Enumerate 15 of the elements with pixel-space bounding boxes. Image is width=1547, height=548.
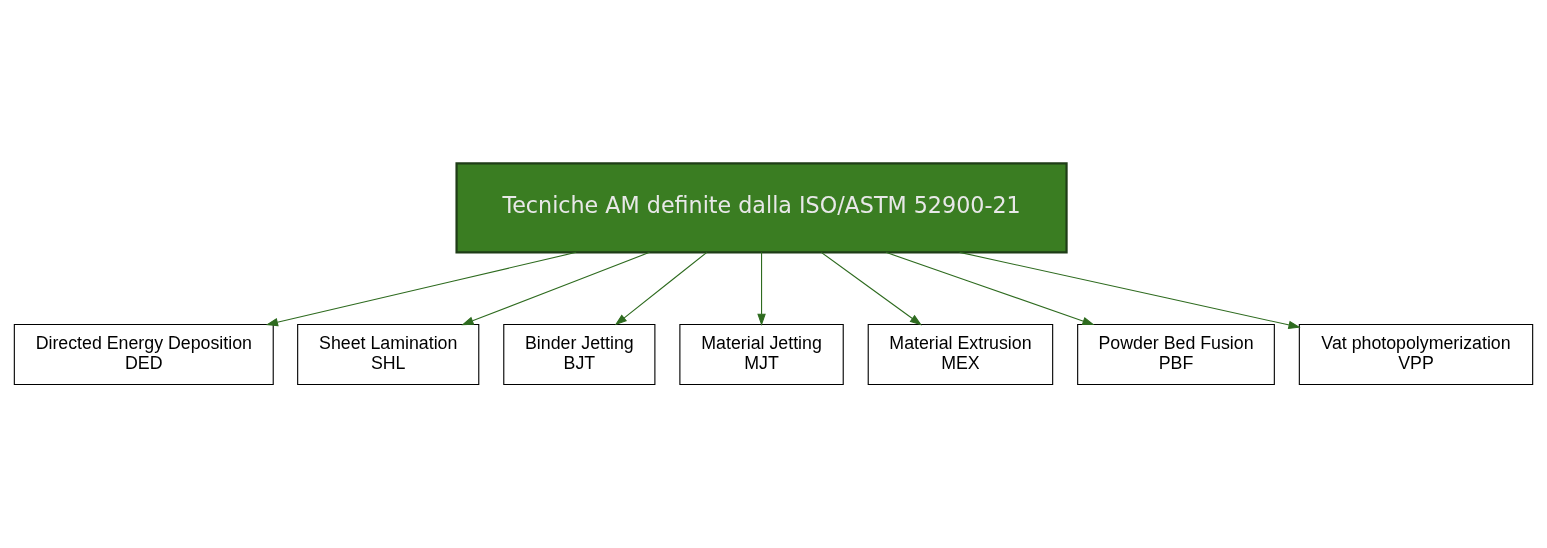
node-box: Binder Jetting BJT: [503, 324, 656, 386]
arrow: [265, 251, 577, 327]
node-box: Material Extrusion MEX: [867, 324, 1054, 386]
node-box: Tecniche AM definite dalla ISO/ASTM 52900-21: [455, 162, 1068, 254]
arrow: [959, 251, 1301, 330]
node-box: Directed Energy Deposition DED: [13, 324, 274, 386]
node-box: Vat photopolymerization VPP: [1298, 324, 1534, 386]
node-box: Sheet Lamination SHL: [297, 324, 480, 386]
node-box: Powder Bed Fusion PBF: [1077, 324, 1275, 386]
arrow: [614, 251, 708, 326]
arrow: [820, 251, 922, 326]
arrow: [757, 251, 766, 326]
arrow: [461, 251, 651, 326]
node-box: Material Jetting MJT: [679, 324, 844, 386]
arrow: [885, 251, 1095, 326]
